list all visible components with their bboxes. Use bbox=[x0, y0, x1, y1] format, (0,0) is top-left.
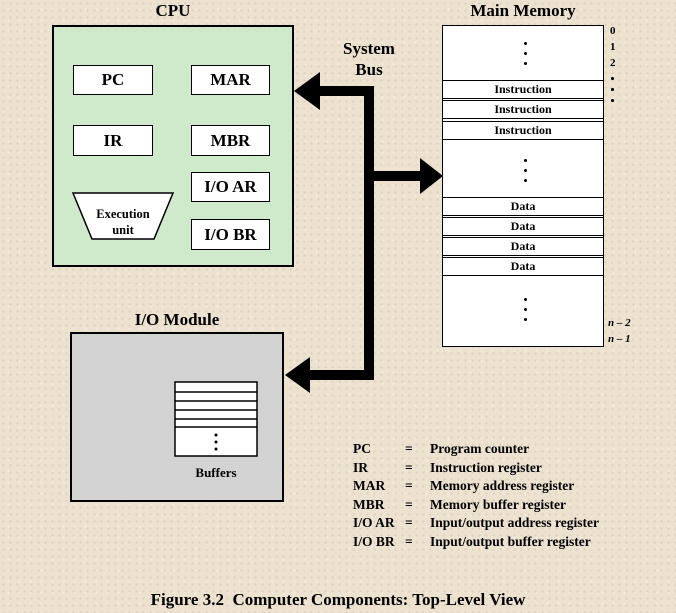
legend-equals: = bbox=[405, 441, 413, 456]
memory-address-0: 0 bbox=[610, 25, 616, 37]
io-buffers-stack bbox=[174, 381, 258, 457]
memory-row-data: Data bbox=[443, 217, 603, 236]
bus-branch-cpu bbox=[306, 86, 374, 96]
legend-row: I/O BR = Input/output buffer register bbox=[353, 533, 653, 552]
legend-row: IR = Instruction register bbox=[353, 459, 653, 478]
address-ellipsis-dot bbox=[611, 77, 614, 80]
execution-unit-shape bbox=[71, 192, 175, 240]
memory-title: Main Memory bbox=[470, 1, 576, 20]
memory-ellipsis-dot bbox=[524, 298, 527, 301]
legend-meaning: Program counter bbox=[430, 441, 530, 456]
bus-arrowhead-cpu bbox=[294, 72, 320, 110]
memory-address-2: 2 bbox=[610, 57, 616, 69]
memory-address-n-1: n – 1 bbox=[608, 333, 631, 345]
register-io-ar: I/O AR bbox=[191, 172, 270, 202]
system-bus-line2: Bus bbox=[355, 60, 383, 79]
bus-arrowhead-memory bbox=[420, 158, 443, 194]
legend-meaning: Memory buffer register bbox=[430, 496, 566, 512]
memory-address-n-2: n – 2 bbox=[608, 317, 631, 329]
legend-equals: = bbox=[405, 515, 413, 530]
cpu-title: CPU bbox=[155, 1, 191, 20]
legend-abbr: I/O AR bbox=[353, 515, 395, 530]
execution-unit-line1: Execution bbox=[96, 207, 150, 221]
bus-spine bbox=[364, 86, 374, 380]
memory-ellipsis-dot bbox=[524, 159, 527, 162]
memory-ellipsis-dot bbox=[524, 318, 527, 321]
memory-row-data: Data bbox=[443, 237, 603, 256]
legend-equals: = bbox=[405, 459, 413, 475]
legend: PC = Program counter IR = Instruction re… bbox=[353, 440, 653, 551]
memory-ellipsis-dot bbox=[524, 179, 527, 182]
legend-equals: = bbox=[405, 478, 413, 493]
legend-abbr: MBR bbox=[353, 496, 385, 512]
system-bus-line1: System bbox=[343, 39, 395, 58]
io-buffers-label: Buffers bbox=[195, 465, 237, 480]
legend-meaning: Input/output buffer register bbox=[430, 533, 591, 549]
memory-row-data: Data bbox=[443, 257, 603, 276]
io-module-title: I/O Module bbox=[134, 310, 220, 329]
legend-meaning: Input/output address register bbox=[430, 515, 600, 530]
bus-arrowhead-io bbox=[285, 357, 310, 393]
memory-ellipsis-dot bbox=[524, 52, 527, 55]
legend-meaning: Memory address register bbox=[430, 478, 575, 493]
legend-row: MAR = Memory address register bbox=[353, 477, 653, 496]
memory-address-1: 1 bbox=[610, 41, 616, 53]
legend-equals: = bbox=[405, 496, 413, 512]
legend-row: PC = Program counter bbox=[353, 440, 653, 459]
register-ir: IR bbox=[73, 125, 153, 156]
memory-row-data: Data bbox=[443, 197, 603, 216]
memory-column bbox=[442, 25, 604, 347]
memory-row-instruction: Instruction bbox=[443, 80, 603, 99]
memory-row-instruction: Instruction bbox=[443, 100, 603, 119]
memory-ellipsis-dot bbox=[524, 169, 527, 172]
legend-row: I/O AR = Input/output address register bbox=[353, 514, 653, 533]
memory-ellipsis-dot bbox=[524, 42, 527, 45]
register-pc: PC bbox=[73, 65, 153, 95]
execution-unit-label: Execution unit bbox=[80, 206, 166, 238]
memory-row-instruction: Instruction bbox=[443, 121, 603, 140]
memory-ellipsis-dot bbox=[524, 62, 527, 65]
legend-abbr: PC bbox=[353, 441, 371, 456]
legend-equals: = bbox=[405, 533, 413, 549]
legend-abbr: MAR bbox=[353, 478, 386, 493]
register-io-br: I/O BR bbox=[191, 219, 270, 250]
address-ellipsis-dot bbox=[611, 99, 614, 102]
legend-row: MBR = Memory buffer register bbox=[353, 496, 653, 515]
legend-abbr: I/O BR bbox=[353, 533, 395, 549]
execution-unit-line2: unit bbox=[112, 223, 134, 237]
system-bus-label: System Bus bbox=[330, 38, 408, 80]
figure-caption: Figure 3.2 Computer Components: Top-Leve… bbox=[150, 590, 526, 609]
register-mbr: MBR bbox=[191, 125, 270, 156]
address-ellipsis-dot bbox=[611, 88, 614, 91]
bus-branch-memory bbox=[364, 171, 430, 181]
legend-meaning: Instruction register bbox=[430, 459, 542, 475]
register-mar: MAR bbox=[191, 65, 270, 95]
memory-ellipsis-dot bbox=[524, 308, 527, 311]
legend-abbr: IR bbox=[353, 459, 369, 475]
bus-branch-io bbox=[298, 370, 374, 380]
